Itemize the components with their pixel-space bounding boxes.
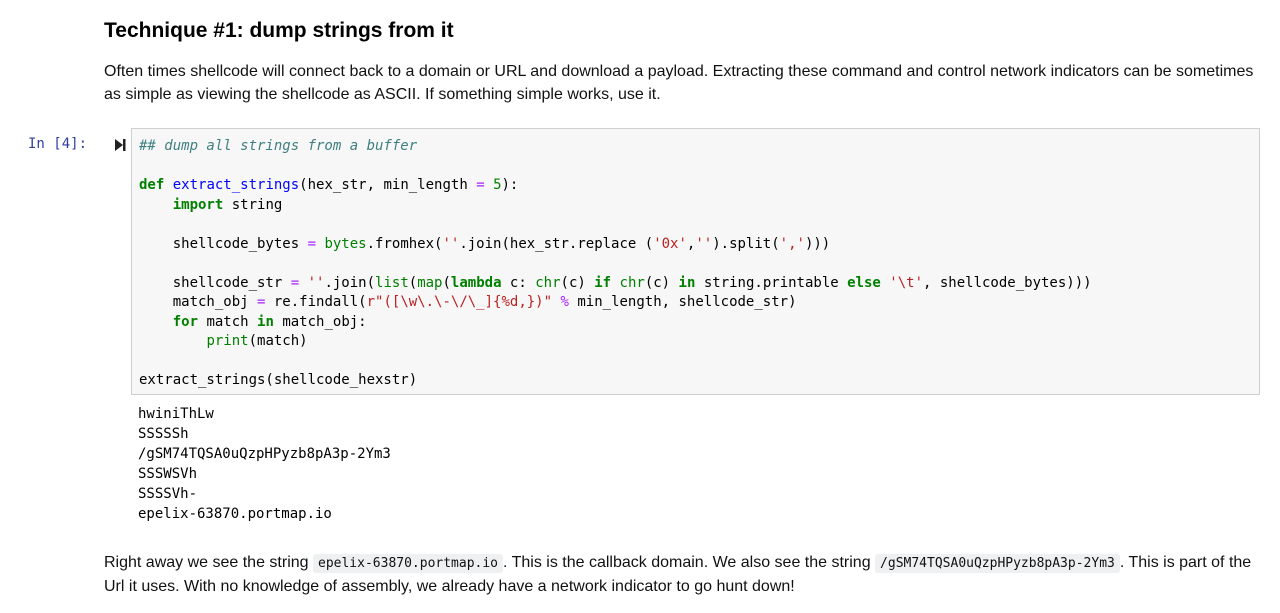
code-line: match_obj = re.findall(r"([\w\.\-\/\_]{%… [139,294,797,310]
code-line: extract_strings(shellcode_hexstr) [139,372,418,388]
inline-code-url-path: /gSM74TQSA0uQzpHPyzb8pA3p-2Ym3 [875,554,1120,573]
conclusion-text-1: Right away we see the string [104,554,313,571]
code-line: shellcode_str = ''.join(list(map(lambda … [139,274,1092,291]
intro-paragraph: Often times shellcode will connect back … [104,63,1254,103]
conclusion-paragraph: Right away we see the string epelix-6387… [104,551,1254,598]
output-line: hwiniThLw [138,406,214,422]
code-cell-input[interactable]: ## dump all strings from a buffer def ex… [131,128,1260,395]
code-line: print(match) [206,333,308,349]
output-line: SSSSSh [138,426,189,442]
code-line [139,254,1092,274]
code-line [139,352,1092,372]
inline-code-domain: epelix-63870.portmap.io [313,554,504,573]
output-line: SSSSVh- [138,486,198,502]
section-heading: Technique #1: dump strings from it [104,19,454,42]
output-line: SSSWSVh [138,466,198,482]
output-line: epelix-63870.portmap.io [138,506,332,522]
code-line: import string [172,196,283,213]
code-line: def extract_strings(hex_str, min_length … [139,177,519,193]
conclusion-text-2: . This is the callback domain. We also s… [503,554,876,571]
conclusion-text-3: . This is part of the Url it uses. With … [104,554,1252,595]
code-line [139,215,1092,235]
code-line: for match in match_obj: [172,313,367,330]
code-line: ## dump all strings from a buffer [139,138,418,154]
cell-prompt: In [4]: [28,136,88,152]
code-line [139,157,1092,177]
output-line: /gSM74TQSA0uQzpHPyzb8pA3p-2Ym3 [138,446,391,462]
run-cell-icon[interactable] [113,137,127,153]
code-editor[interactable]: ## dump all strings from a buffer def ex… [139,137,1092,391]
code-line: shellcode_bytes = bytes.fromhex(''.join(… [139,235,831,252]
